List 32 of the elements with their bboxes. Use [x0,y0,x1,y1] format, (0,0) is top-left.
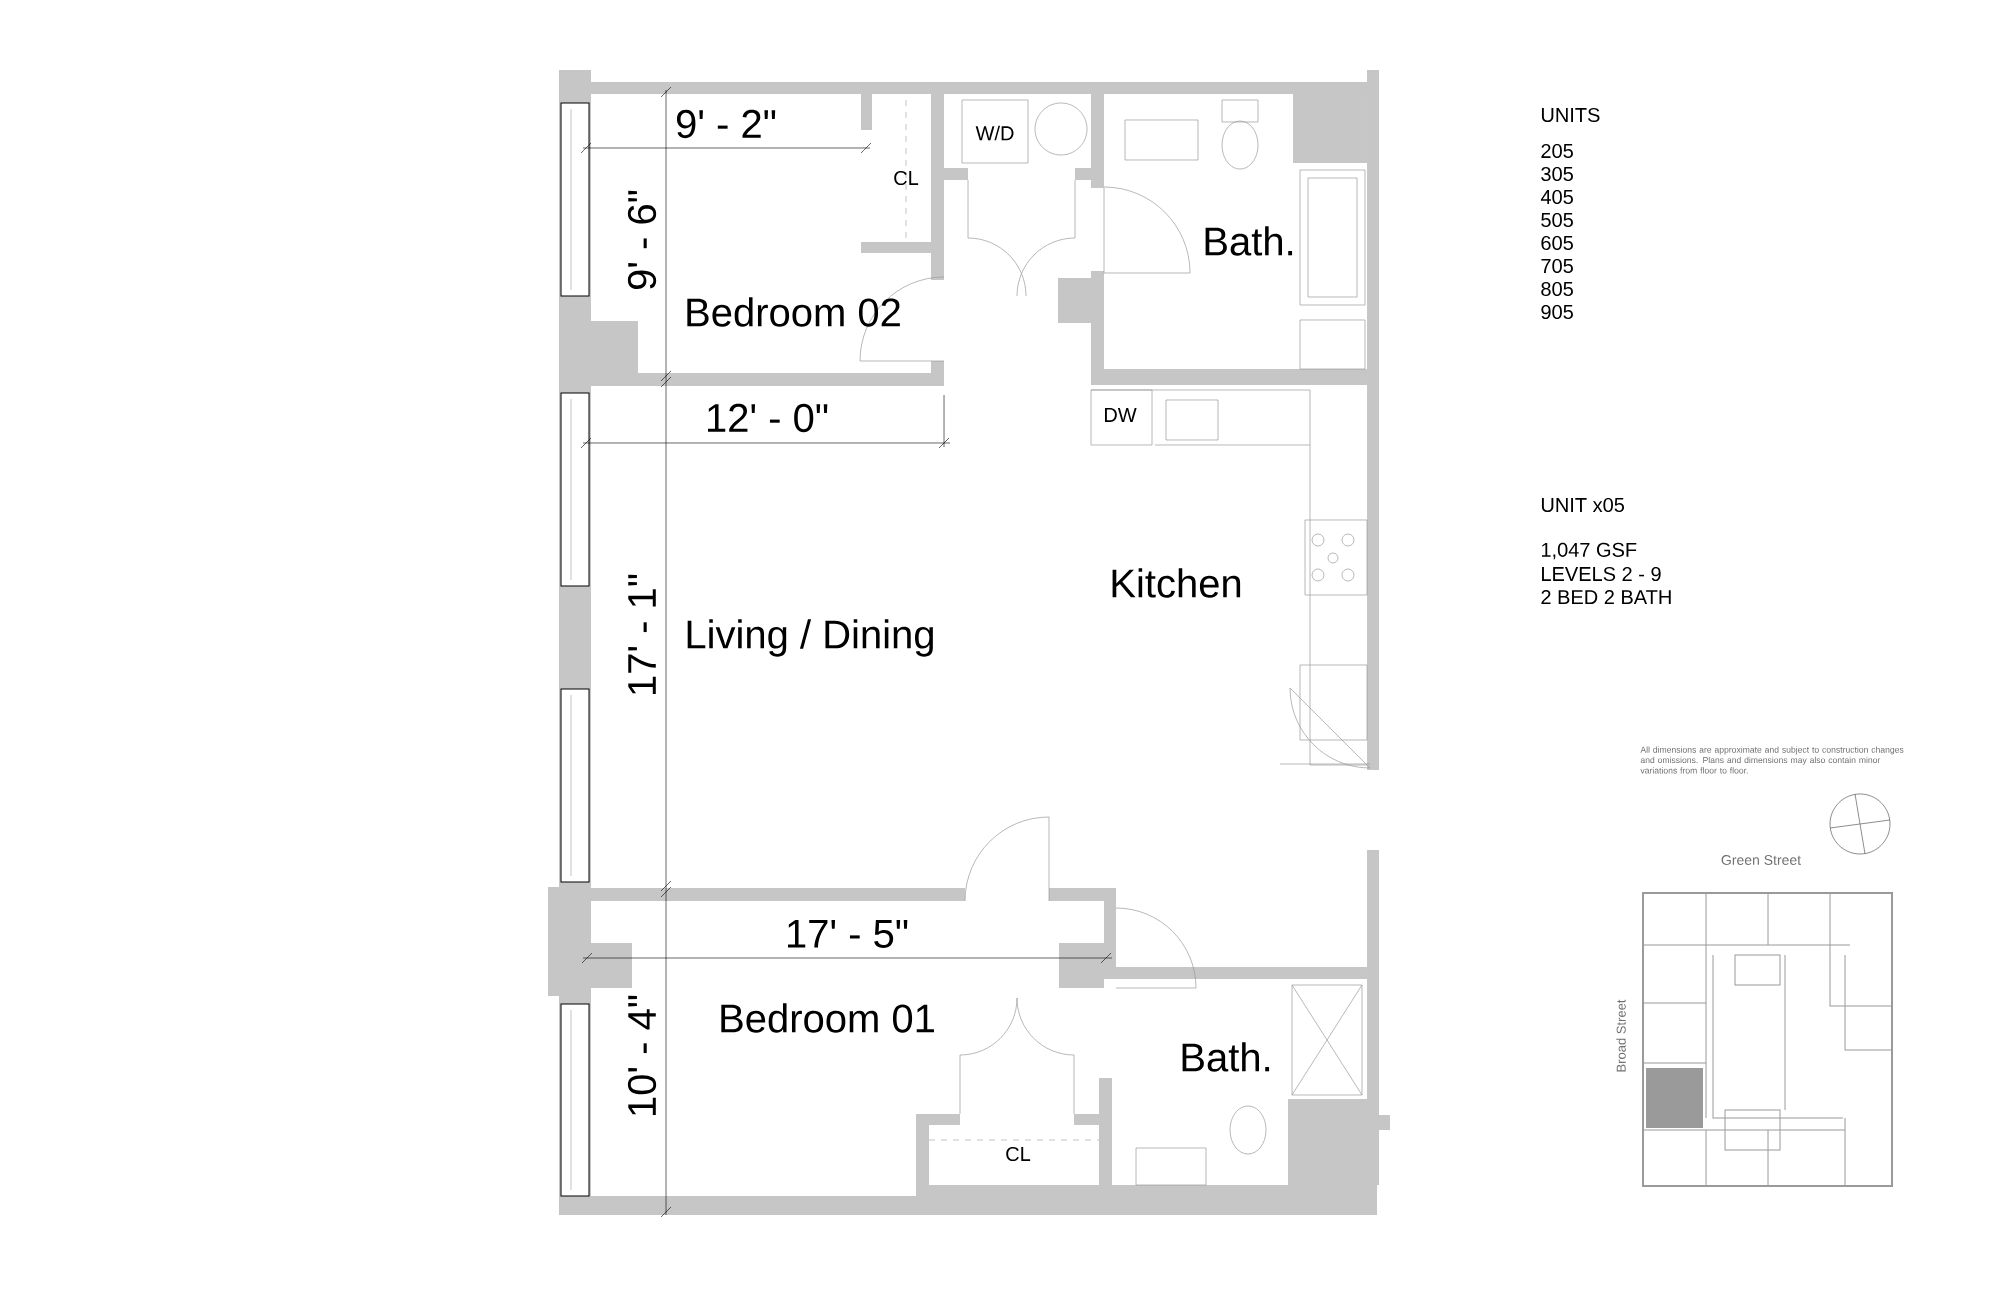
levels-text: LEVELS 2 - 9 [1542,566,1661,582]
heading-text: UNIT x05 [1541,497,1625,513]
room-label: Bedroom 01 [721,1003,934,1033]
unit-number: 805 [1541,281,1573,297]
unit-number: 405 [1540,189,1573,205]
dimension-label: 17' - 5" [788,920,908,948]
room-label: Bath. [1205,226,1293,256]
heading-text: UNITS [1541,107,1600,123]
area-text: 1,047 GSF [1541,542,1637,560]
unit-number: 205 [1541,143,1573,159]
disclaimer-note: All dimensions are approximate and subject to construction changes and omissions. Plans and dimensions may also contain minor variations from floor to floor. [1640,746,1904,774]
room-label: Bedroom 02 [687,297,900,327]
bedroom-count-text: 2 BED 2 BATH [1541,590,1671,604]
dimension-label: 10' - 4" [627,995,657,1115]
dimension-label: 9' - 2" [676,109,776,139]
street-label: Green Street [1721,855,1801,865]
unit-number: 505 [1541,212,1573,228]
appliance-label: DW [1105,408,1137,422]
dimension-label: 9' - 6" [627,190,657,290]
room-label: Kitchen [1112,568,1241,598]
street-label: Broad Street [1616,999,1626,1072]
room-label: Bath. [1182,1042,1270,1072]
unit-number: 305 [1541,166,1573,182]
room-label: CL [1006,1146,1031,1162]
unit-number: 605 [1541,235,1573,251]
dimension-label: 12' - 0" [708,403,828,433]
dimension-label: 17' - 1" [628,574,656,694]
unit-number: 705 [1541,258,1573,274]
room-label: Living / Dining [687,619,933,657]
appliance-label: W/D [975,125,1014,141]
unit-number: 905 [1541,304,1573,320]
room-label: CL [894,170,919,186]
